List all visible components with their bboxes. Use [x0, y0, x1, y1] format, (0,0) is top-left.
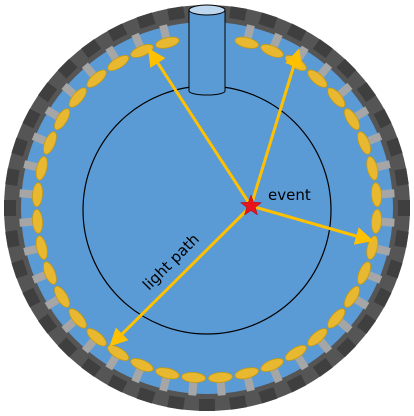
rim-segment — [81, 39, 102, 59]
photomultiplier — [371, 182, 382, 208]
rim-segment — [136, 387, 156, 404]
rim-segment — [336, 337, 357, 358]
photomultiplier — [68, 87, 87, 108]
light-paths — [109, 47, 374, 347]
rim-segment — [394, 229, 409, 248]
photomultiplier — [130, 358, 154, 372]
rim-segment — [312, 357, 333, 377]
rim-segment — [22, 108, 41, 129]
rim-segment — [228, 6, 247, 21]
photomultiplier — [234, 36, 259, 49]
rim-segment — [11, 259, 28, 279]
photomultiplier — [155, 367, 180, 380]
rim-segment — [4, 200, 16, 216]
photomultiplier — [307, 328, 328, 347]
rim-segment — [167, 6, 186, 21]
photomultiplier — [207, 372, 233, 383]
rim-segment — [38, 82, 58, 103]
rim-segment — [394, 168, 409, 187]
photomultiplier — [86, 69, 107, 88]
photomultiplier — [234, 367, 259, 380]
light-path-arrow-upper-right — [249, 48, 303, 207]
photomultiplier — [343, 108, 360, 131]
photomultiplier — [260, 358, 284, 372]
rim-segment — [258, 12, 278, 29]
photomultiplier — [43, 261, 57, 285]
photomultiplier — [107, 344, 130, 361]
event-label: event — [268, 186, 311, 204]
photomultiplier — [357, 261, 371, 285]
pmt-mount — [19, 217, 36, 227]
photomultiplier — [260, 44, 284, 58]
light-path-arrow-upper-left — [148, 47, 253, 207]
rim-segment — [286, 23, 307, 42]
light-path-arrow-lower-left — [109, 204, 253, 347]
rim-segment — [22, 287, 41, 308]
photomultiplier — [68, 308, 87, 329]
rim-segment — [356, 82, 376, 103]
rim-segment — [199, 399, 215, 411]
calibration-tube — [188, 4, 226, 96]
photomultiplier — [343, 285, 360, 308]
photomultiplier — [155, 36, 180, 49]
rim-segment — [386, 259, 403, 279]
event-star-icon — [239, 194, 263, 216]
rim-segment — [136, 12, 156, 29]
rim-segment — [398, 200, 410, 216]
photomultiplier — [284, 344, 307, 361]
photomultiplier-ring — [32, 36, 382, 383]
rim-segment — [228, 395, 247, 410]
photomultiplier — [130, 44, 154, 58]
rim-segment — [336, 58, 357, 79]
photomultiplier — [357, 131, 371, 155]
photomultiplier — [307, 69, 328, 88]
photomultiplier — [54, 285, 71, 308]
rim-segment — [107, 23, 128, 42]
photomultiplier — [35, 156, 48, 181]
rim-segment — [107, 374, 128, 393]
rim-segment — [11, 137, 28, 157]
pmt-mount — [188, 379, 198, 396]
pmt-mount — [216, 379, 226, 396]
photomultiplier — [327, 308, 346, 329]
rim-segment — [57, 337, 78, 358]
pmt-mount — [378, 217, 395, 227]
rim-segment — [5, 168, 20, 187]
rim-segments — [4, 5, 410, 411]
pmt-mount — [19, 189, 36, 199]
rim-segment — [38, 313, 58, 334]
rim-segment — [286, 374, 307, 393]
photomultiplier — [32, 182, 43, 208]
photomultiplier — [54, 108, 71, 131]
photomultiplier — [107, 55, 130, 72]
photomultiplier — [35, 235, 48, 260]
tube-top — [188, 4, 226, 16]
rim-segment — [356, 313, 376, 334]
photomultiplier — [327, 87, 346, 108]
rim-segment — [5, 229, 20, 248]
rim-segment — [57, 58, 78, 79]
rim-segment — [258, 387, 278, 404]
photomultiplier — [366, 156, 379, 181]
rim-segment — [167, 395, 186, 410]
photomultiplier — [43, 131, 57, 155]
detector-vessel — [21, 22, 393, 394]
light-path-arrow-right — [250, 204, 374, 245]
photomultiplier — [181, 372, 207, 383]
photomultiplier — [86, 328, 107, 347]
rim-segment — [386, 137, 403, 157]
rim-segment — [81, 357, 102, 377]
rim-segment — [373, 287, 392, 308]
photomultiplier — [32, 208, 43, 234]
pmt-mount — [378, 189, 395, 199]
photomultiplier — [371, 208, 382, 234]
rim-segment — [312, 39, 333, 59]
rim-segment — [373, 108, 392, 129]
